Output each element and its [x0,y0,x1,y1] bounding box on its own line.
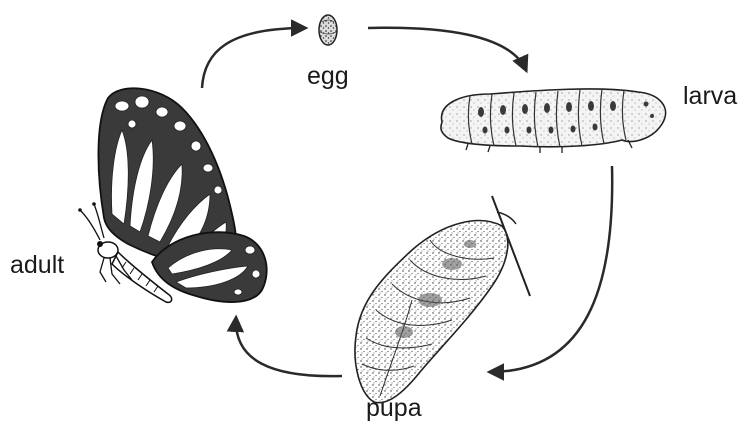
egg-icon [319,15,337,45]
arrow-pupa-to-adult [236,318,342,376]
label-larva: larva [683,84,737,109]
label-pupa: pupa [366,396,422,421]
butterfly-icon [78,88,266,302]
arrow-larva-to-pupa [490,166,612,372]
caterpillar-icon [441,89,666,153]
label-adult: adult [10,253,64,278]
label-egg: egg [307,64,349,89]
arrow-egg-to-larva [368,28,526,70]
arrow-adult-to-egg [202,28,305,88]
